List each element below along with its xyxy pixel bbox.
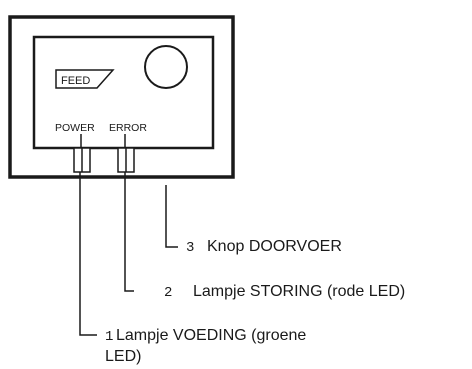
callout-3-text: Knop DOORVOER (207, 238, 342, 255)
callout-1-text-cont: LED) (105, 348, 141, 365)
leader-line-2 (124, 172, 134, 292)
callout-1-number: 1 (105, 329, 113, 345)
leader-line-1 (79, 172, 97, 336)
callout-1-text: Lampje VOEDING (groene (116, 327, 306, 344)
callout-2-text: Lampje STORING (rode LED) (193, 283, 405, 300)
power-led-label: POWER (55, 122, 95, 134)
callout-2-number: 2 (164, 285, 172, 301)
feed-button (55, 69, 115, 89)
power-led (73, 147, 91, 173)
feed-knob (144, 45, 188, 89)
error-led (117, 147, 135, 173)
callout-3-number: 3 (186, 240, 194, 256)
error-led-label: ERROR (109, 122, 147, 134)
feed-button-label: FEED (61, 75, 90, 87)
leader-line-3 (165, 185, 178, 248)
